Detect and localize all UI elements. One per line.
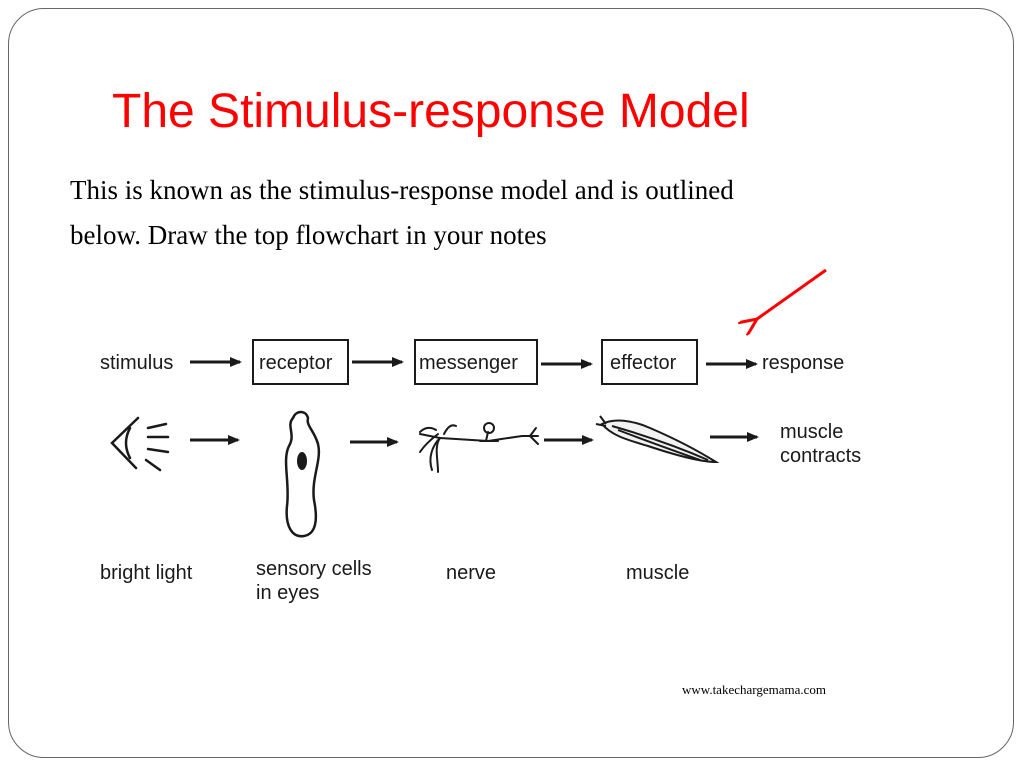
flow-label-receptor: receptor: [259, 352, 333, 374]
flow-label-effector: effector: [610, 352, 677, 374]
receptor-box: [252, 339, 349, 385]
example-response-line-1: muscle: [780, 421, 843, 443]
body-line-1: This is known as the stimulus-response m…: [70, 175, 734, 205]
flow-label-response: response: [762, 352, 844, 374]
muscle-icon: [595, 415, 720, 464]
eye-light-icon: [110, 416, 170, 472]
example-label-stimulus: bright light: [100, 562, 193, 584]
flow-label-messenger: messenger: [419, 352, 518, 374]
slide-body: This is known as the stimulus-response m…: [70, 168, 910, 258]
messenger-box: [414, 339, 538, 385]
example-response-line-2: contracts: [780, 445, 861, 467]
example-label-receptor-line-2: in eyes: [256, 582, 319, 604]
sensory-cell-icon: [284, 410, 321, 538]
red-pointer-arrow: [757, 268, 827, 319]
example-label-messenger: nerve: [446, 562, 496, 584]
slide-title: The Stimulus-response Model: [112, 85, 750, 138]
effector-box: [601, 339, 698, 385]
body-line-2: below. Draw the top flowchart in your no…: [70, 220, 547, 250]
flow-label-stimulus: stimulus: [100, 352, 173, 374]
example-label-receptor-line-1: sensory cells: [256, 558, 372, 580]
nerve-cell-icon: [419, 422, 539, 473]
source-caption: www.takechargemama.com: [682, 682, 827, 697]
example-label-effector: muscle: [626, 562, 689, 584]
